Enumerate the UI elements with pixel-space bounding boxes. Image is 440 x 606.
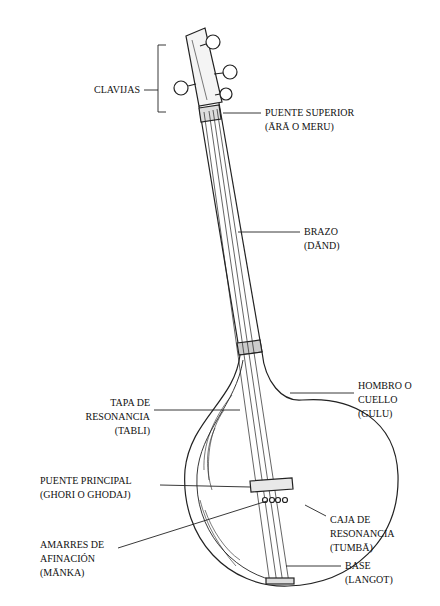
leader-line bbox=[154, 410, 240, 411]
peg bbox=[206, 35, 220, 49]
leader-line bbox=[238, 232, 300, 233]
peg bbox=[220, 88, 232, 100]
leader-line bbox=[118, 501, 267, 548]
leader-line bbox=[223, 113, 261, 114]
main-bridge bbox=[250, 478, 293, 492]
leader-line bbox=[286, 566, 341, 567]
part-label: HOMBRO O CUELLO (GULU) bbox=[358, 379, 424, 421]
part-label: BRAZO (DĀND) bbox=[304, 225, 354, 253]
leader-line bbox=[160, 485, 250, 487]
bracket bbox=[158, 45, 166, 112]
peg bbox=[223, 65, 237, 79]
neck-edge bbox=[199, 106, 240, 355]
part-label: CLAVIJAS bbox=[55, 83, 140, 97]
leader-line bbox=[144, 90, 158, 91]
part-label: CAJA DE RESONANCIA (TUMBĀ) bbox=[330, 513, 410, 555]
leader-line bbox=[305, 505, 326, 516]
base bbox=[266, 578, 294, 584]
headstock bbox=[186, 28, 222, 106]
part-label: BASE (LANGOT) bbox=[345, 559, 405, 587]
part-label: TAPA DE RESONANCIA (TABLI) bbox=[70, 396, 150, 438]
part-label: PUENTE SUPERIOR (ĀRĀ O MERU) bbox=[265, 106, 365, 134]
peg bbox=[174, 81, 188, 95]
leader-line bbox=[290, 393, 354, 394]
part-label: PUENTE PRINCIPAL (GHORI O GHODAJ) bbox=[40, 474, 158, 502]
part-label: AMARRES DE AFINACIÓN (MĀNKA) bbox=[40, 538, 116, 580]
